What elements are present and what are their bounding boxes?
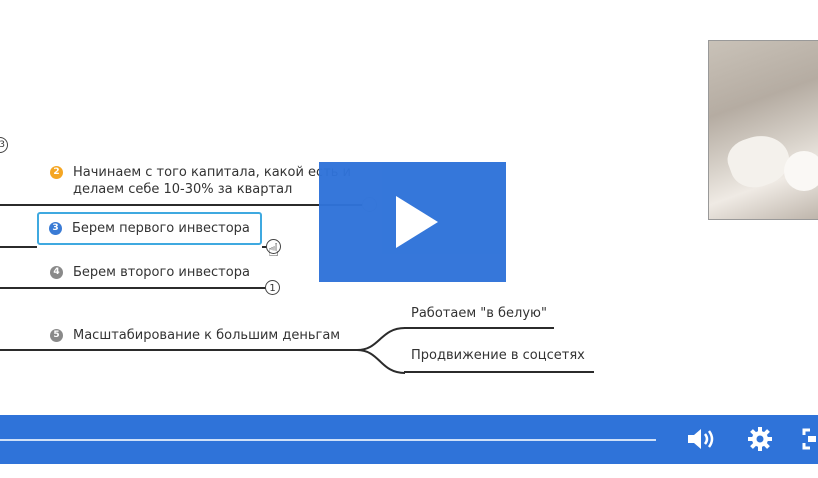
volume-icon[interactable] <box>685 425 719 453</box>
mindmap-node-4[interactable]: 4 Берем второго инвестора <box>50 264 250 281</box>
branch-line <box>0 287 266 289</box>
node-number-badge: 2 <box>50 166 63 179</box>
collapse-toggle[interactable]: 1 <box>265 280 280 295</box>
subtopic-label[interactable]: Работаем "в белую" <box>411 306 547 321</box>
branch-line <box>0 204 362 206</box>
settings-icon[interactable] <box>746 425 774 453</box>
node-number-badge: 3 <box>49 222 62 235</box>
play-icon <box>395 196 438 248</box>
branch-line <box>404 371 594 373</box>
fullscreen-icon[interactable] <box>802 425 818 453</box>
play-button[interactable] <box>319 162 506 282</box>
node-label: Начинаем с того капитала, какой есть и д… <box>73 164 351 198</box>
branch-line <box>0 246 37 248</box>
branch-line <box>0 349 358 351</box>
partial-collapse-badge[interactable]: 3 <box>0 137 8 153</box>
hand-cursor-icon: ☝ <box>268 240 279 261</box>
progress-bar[interactable] <box>0 439 656 441</box>
node-number-badge: 4 <box>50 266 63 279</box>
subtopic-label[interactable]: Продвижение в соцсетях <box>411 348 585 363</box>
node-number-badge: 5 <box>50 329 63 342</box>
mindmap-node-5[interactable]: 5 Масштабирование к большим деньгам <box>50 327 340 344</box>
collapse-toggle[interactable] <box>266 239 281 254</box>
branch-curves <box>356 327 405 374</box>
node-label-line2: делаем себе 10-30% за квартал <box>73 182 293 197</box>
video-frame[interactable]: 3 2 Начинаем с того капитала, какой есть… <box>0 0 818 415</box>
webcam-overlay <box>708 40 818 220</box>
node-label: Масштабирование к большим деньгам <box>73 328 341 343</box>
mindmap-node-2[interactable]: 2 Начинаем с того капитала, какой есть и… <box>50 164 351 198</box>
node-label-line1: Начинаем с того капитала, какой есть и <box>73 165 352 180</box>
mindmap-node-3[interactable]: 3 Берем первого инвестора <box>37 212 262 245</box>
branch-line <box>404 327 554 329</box>
player-control-bar <box>0 415 818 464</box>
node-label: Берем второго инвестора <box>73 265 250 280</box>
node-label: Берем первого инвестора <box>72 221 250 236</box>
